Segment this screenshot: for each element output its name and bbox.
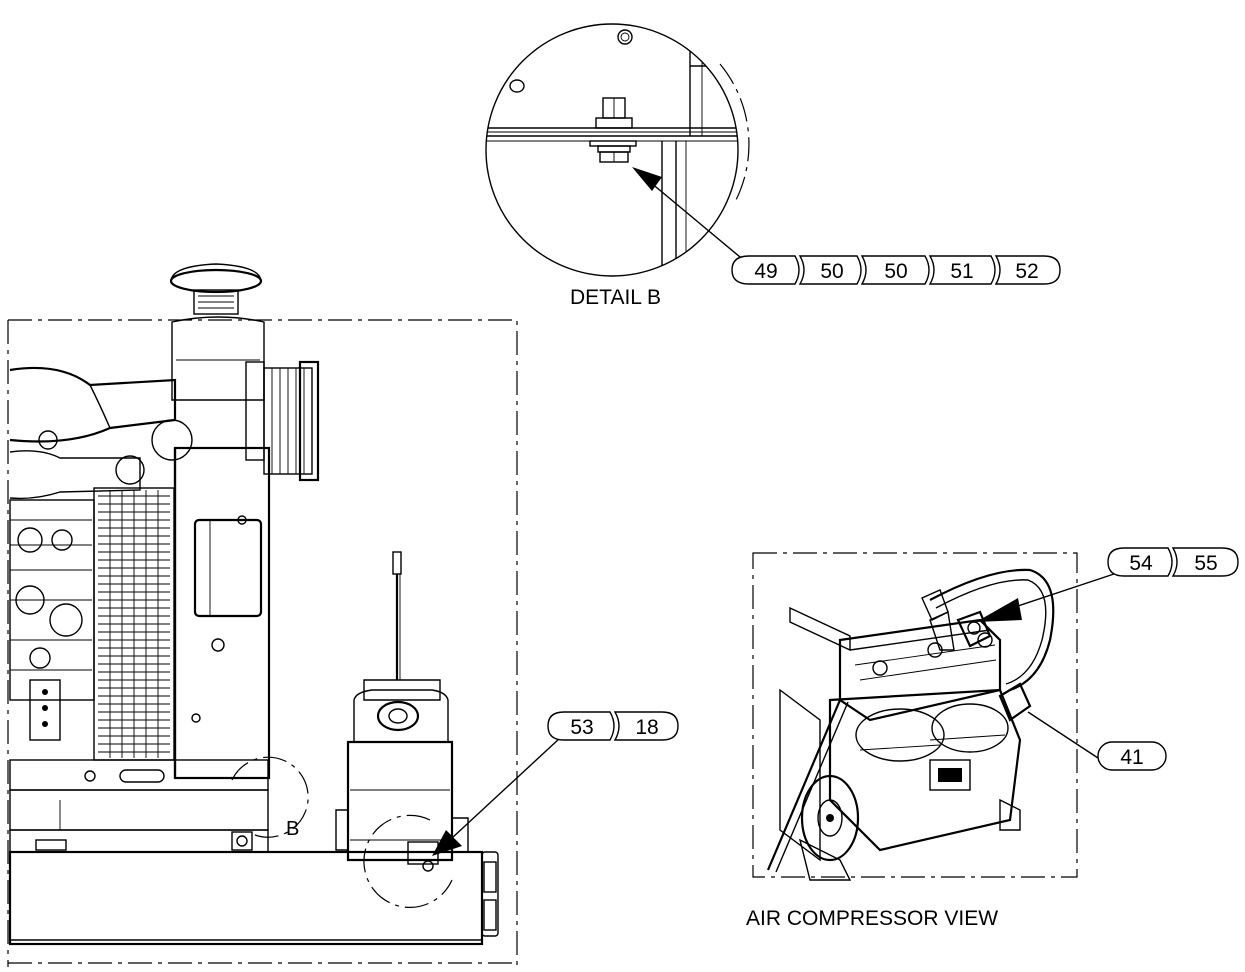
svg-text:50: 50 [884, 260, 907, 283]
air-cleaner-cap [169, 268, 263, 294]
svg-text:50: 50 [820, 260, 843, 283]
detail-b-arrowhead [632, 167, 662, 191]
air-compressor-caption: AIR COMPRESSOR VIEW [746, 907, 998, 930]
air-hose [929, 568, 1055, 692]
detail-b-break-line [719, 63, 750, 201]
balloon-50-a[interactable]: 50 [798, 255, 862, 285]
balloon-row-compressor-top: 54 55 [1107, 547, 1239, 577]
balloon-50-b[interactable]: 50 [860, 255, 930, 285]
main-view: B [7, 263, 561, 967]
balloon-49[interactable]: 49 [731, 255, 800, 285]
svg-text:49: 49 [754, 260, 777, 283]
balloon-18[interactable]: 18 [613, 711, 679, 741]
air-compressor-view: AIR COMPRESSOR VIEW [746, 552, 1121, 930]
balloon-52[interactable]: 52 [994, 255, 1061, 285]
detail-b-caption: DETAIL B [570, 286, 661, 309]
svg-text:41: 41 [1120, 746, 1143, 769]
detail-b-leader [649, 181, 747, 263]
bolt-hole [617, 29, 633, 45]
control-box [193, 518, 263, 618]
tank-arrowhead [432, 830, 462, 856]
balloon-54[interactable]: 54 [1107, 547, 1173, 577]
air-compressor-unit [766, 568, 1055, 881]
detail-b-view: DETAIL B [485, 23, 750, 309]
tank-detail-circle [363, 814, 453, 908]
air-compressor-frame [752, 552, 1078, 878]
svg-text:55: 55 [1194, 552, 1217, 575]
tank-assembly [335, 551, 469, 862]
balloon-row-tank: 53 18 [547, 711, 679, 741]
radiator-panel [173, 446, 271, 780]
compressor-head [838, 618, 1002, 722]
tank-leader [451, 737, 561, 839]
detail-b-marker: B [286, 818, 299, 840]
balloon-51[interactable]: 51 [928, 255, 996, 285]
base-rail [9, 759, 269, 791]
balloon-53[interactable]: 53 [547, 711, 615, 741]
svg-text:52: 52 [1015, 260, 1038, 283]
svg-text:53: 53 [570, 716, 593, 739]
compressor-side-leader [1027, 711, 1099, 759]
engine-assembly [9, 263, 320, 853]
svg-text:51: 51 [950, 260, 973, 283]
balloon-41[interactable]: 41 [1097, 741, 1167, 771]
detail-b-circle [485, 23, 739, 277]
compressor-pulley [800, 774, 860, 862]
balloon-55[interactable]: 55 [1171, 547, 1239, 577]
svg-text:18: 18 [635, 716, 658, 739]
skid-base [8, 850, 499, 946]
balloon-row-detail-b: 49 50 50 51 52 [731, 255, 1061, 285]
detail-b-callout-circle [231, 756, 309, 838]
compressor-top-leader [999, 571, 1121, 613]
compressor-top-arrowhead [976, 598, 1022, 622]
svg-text:54: 54 [1129, 552, 1153, 575]
